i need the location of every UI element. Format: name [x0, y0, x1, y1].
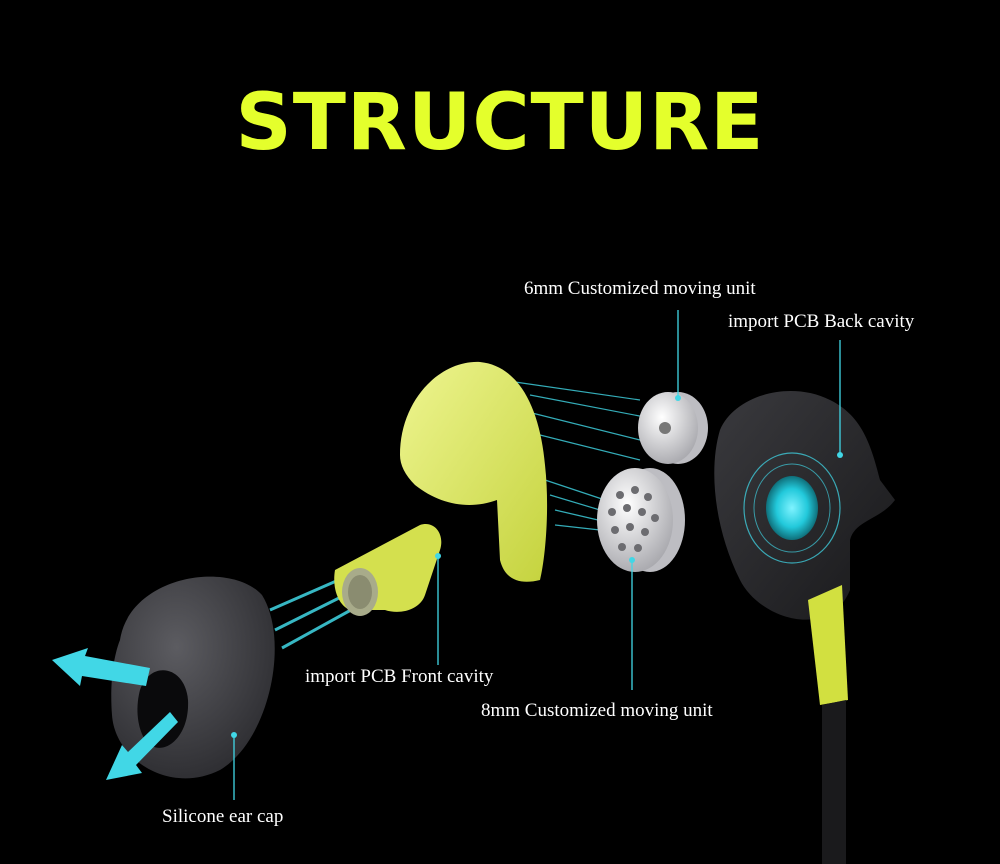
glow-core	[766, 476, 818, 540]
connector-lines	[514, 381, 651, 531]
label-8mm-unit: 8mm Customized moving unit	[481, 700, 713, 721]
label-front-cavity: import PCB Front cavity	[305, 666, 494, 687]
label-back-cavity: import PCB Back cavity	[728, 311, 915, 332]
sound-output-arrows	[52, 648, 178, 780]
driver-8mm	[597, 468, 685, 572]
front-shell	[334, 361, 548, 616]
arrow-upper-icon	[52, 648, 150, 686]
arrow-lower-icon	[106, 712, 178, 780]
back-shell	[714, 391, 895, 620]
leader-lines	[231, 310, 843, 800]
label-ear-cap: Silicone ear cap	[162, 806, 284, 827]
label-6mm-unit: 6mm Customized moving unit	[524, 278, 756, 299]
cable	[808, 585, 848, 864]
page-title: STRUCTURE	[235, 78, 765, 168]
driver-6mm	[638, 392, 708, 464]
silicone-ear-cap	[111, 576, 275, 779]
